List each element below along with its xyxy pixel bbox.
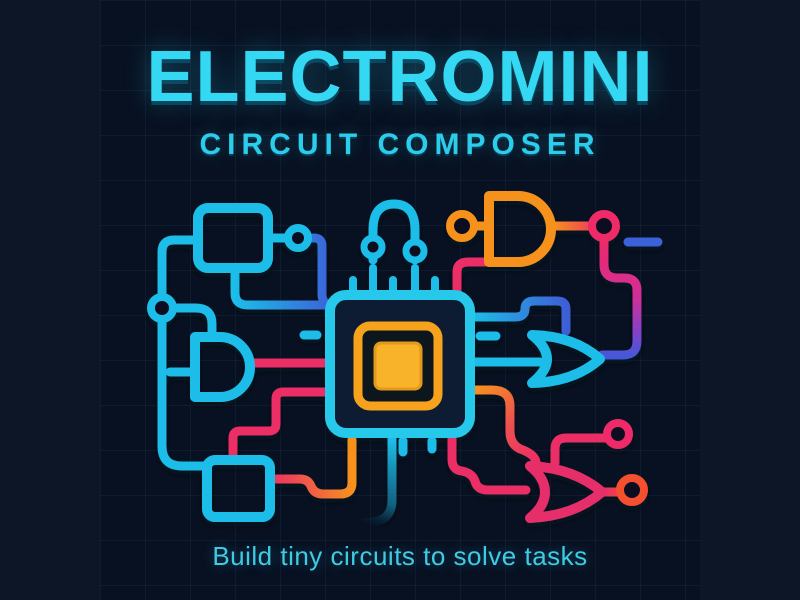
node-icon [402, 238, 428, 264]
and-gate-cyan-icon [190, 332, 255, 402]
junction-nodes [147, 210, 648, 506]
chip-pins [349, 264, 439, 296]
wire-square-to-chip [265, 435, 357, 499]
game-subtitle: CIRCUIT COMPOSER [199, 128, 601, 161]
staple-wire [368, 199, 420, 265]
node-icon [588, 210, 620, 242]
wire-traces-pink [228, 257, 610, 495]
chip-icon [325, 290, 475, 438]
and-gate-orange-icon [484, 191, 556, 267]
or-gate-cyan-icon [527, 330, 605, 388]
node-icon [603, 419, 633, 449]
or-gate-pink-icon [525, 461, 607, 523]
node-icon [360, 234, 386, 260]
wire-chip-to-pinkgate [467, 385, 541, 467]
node-icon [446, 210, 478, 242]
game-tagline: Build tiny circuits to solve tasks [212, 541, 588, 571]
game-title: ELECTROMINI [146, 37, 654, 117]
wire-pink-to-orgate [597, 234, 642, 360]
module-square-top-left [193, 203, 273, 273]
node-icon [616, 474, 648, 506]
circuit-canvas [100, 0, 700, 600]
circuit-illustration [147, 191, 663, 528]
node-icon [284, 224, 312, 252]
node-icon [147, 293, 177, 323]
module-square-bottom-left [202, 455, 275, 522]
